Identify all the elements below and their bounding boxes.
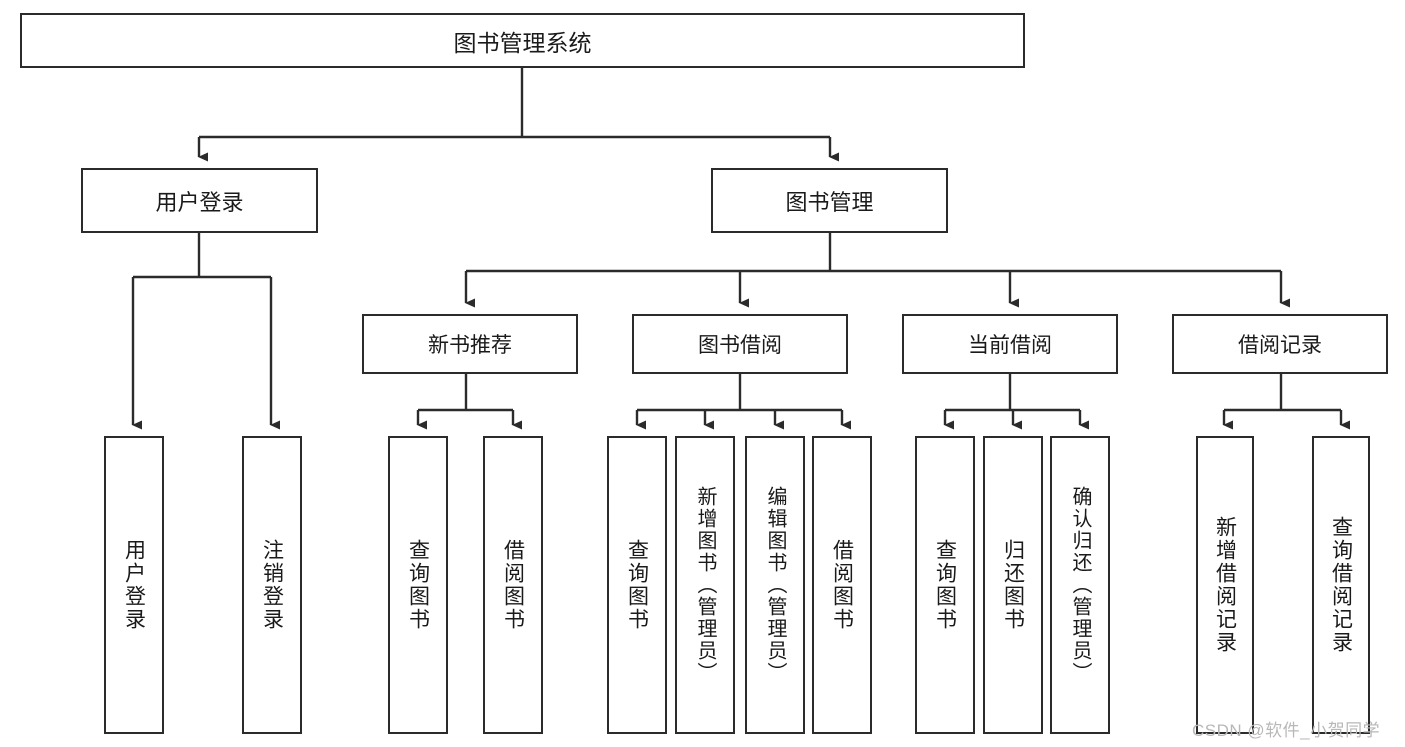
node-current-borrow-label: 当前借阅 <box>968 334 1052 357</box>
csdn-watermark: CSDN @软件_小贺同学 <box>1192 721 1381 740</box>
leaf-borrow-books-borrow-label: 借阅图书 <box>830 539 854 631</box>
leaf-borrow-books-newbooks-label: 借阅图书 <box>501 539 525 631</box>
node-root[interactable]: 图书管理系统 <box>20 13 1025 68</box>
leaf-edit-book-admin-label: 编辑图书（管理员） <box>764 486 786 684</box>
leaf-query-books-current-label: 查询图书 <box>933 539 957 631</box>
leaf-borrow-books-newbooks[interactable]: 借阅图书 <box>483 436 543 734</box>
node-book-management-label: 图书管理 <box>785 189 874 215</box>
leaf-query-borrow-record-label: 查询借阅记录 <box>1329 516 1353 654</box>
node-root-label: 图书管理系统 <box>453 29 592 56</box>
node-user-login[interactable]: 用户登录 <box>81 168 318 233</box>
leaf-add-book-admin[interactable]: 新增图书（管理员） <box>675 436 735 734</box>
leaf-user-login[interactable]: 用户登录 <box>104 436 164 734</box>
node-user-login-label: 用户登录 <box>155 189 244 215</box>
leaf-query-books-newbooks[interactable]: 查询图书 <box>388 436 448 734</box>
leaf-logout[interactable]: 注销登录 <box>242 436 302 734</box>
leaf-query-books-newbooks-label: 查询图书 <box>406 539 430 631</box>
node-new-book-recommend[interactable]: 新书推荐 <box>362 314 578 374</box>
leaf-add-borrow-record-label: 新增借阅记录 <box>1213 516 1237 654</box>
leaf-logout-label: 注销登录 <box>260 539 284 631</box>
node-new-book-recommend-label: 新书推荐 <box>428 334 512 357</box>
node-book-management[interactable]: 图书管理 <box>711 168 948 233</box>
leaf-return-books[interactable]: 归还图书 <box>983 436 1043 734</box>
node-book-borrow-label: 图书借阅 <box>698 334 782 357</box>
node-borrow-records[interactable]: 借阅记录 <box>1172 314 1388 374</box>
leaf-confirm-return-admin[interactable]: 确认归还（管理员） <box>1050 436 1110 734</box>
leaf-query-borrow-record[interactable]: 查询借阅记录 <box>1312 436 1370 734</box>
leaf-user-login-label: 用户登录 <box>122 539 146 631</box>
leaf-query-books-borrow[interactable]: 查询图书 <box>607 436 667 734</box>
leaf-query-books-borrow-label: 查询图书 <box>625 539 649 631</box>
leaf-query-books-current[interactable]: 查询图书 <box>915 436 975 734</box>
leaf-add-book-admin-label: 新增图书（管理员） <box>694 486 716 684</box>
node-current-borrow[interactable]: 当前借阅 <box>902 314 1118 374</box>
leaf-edit-book-admin[interactable]: 编辑图书（管理员） <box>745 436 805 734</box>
leaf-borrow-books-borrow[interactable]: 借阅图书 <box>812 436 872 734</box>
node-book-borrow[interactable]: 图书借阅 <box>632 314 848 374</box>
leaf-return-books-label: 归还图书 <box>1001 539 1025 631</box>
node-borrow-records-label: 借阅记录 <box>1238 334 1322 357</box>
leaf-confirm-return-admin-label: 确认归还（管理员） <box>1069 486 1091 684</box>
leaf-add-borrow-record[interactable]: 新增借阅记录 <box>1196 436 1254 734</box>
